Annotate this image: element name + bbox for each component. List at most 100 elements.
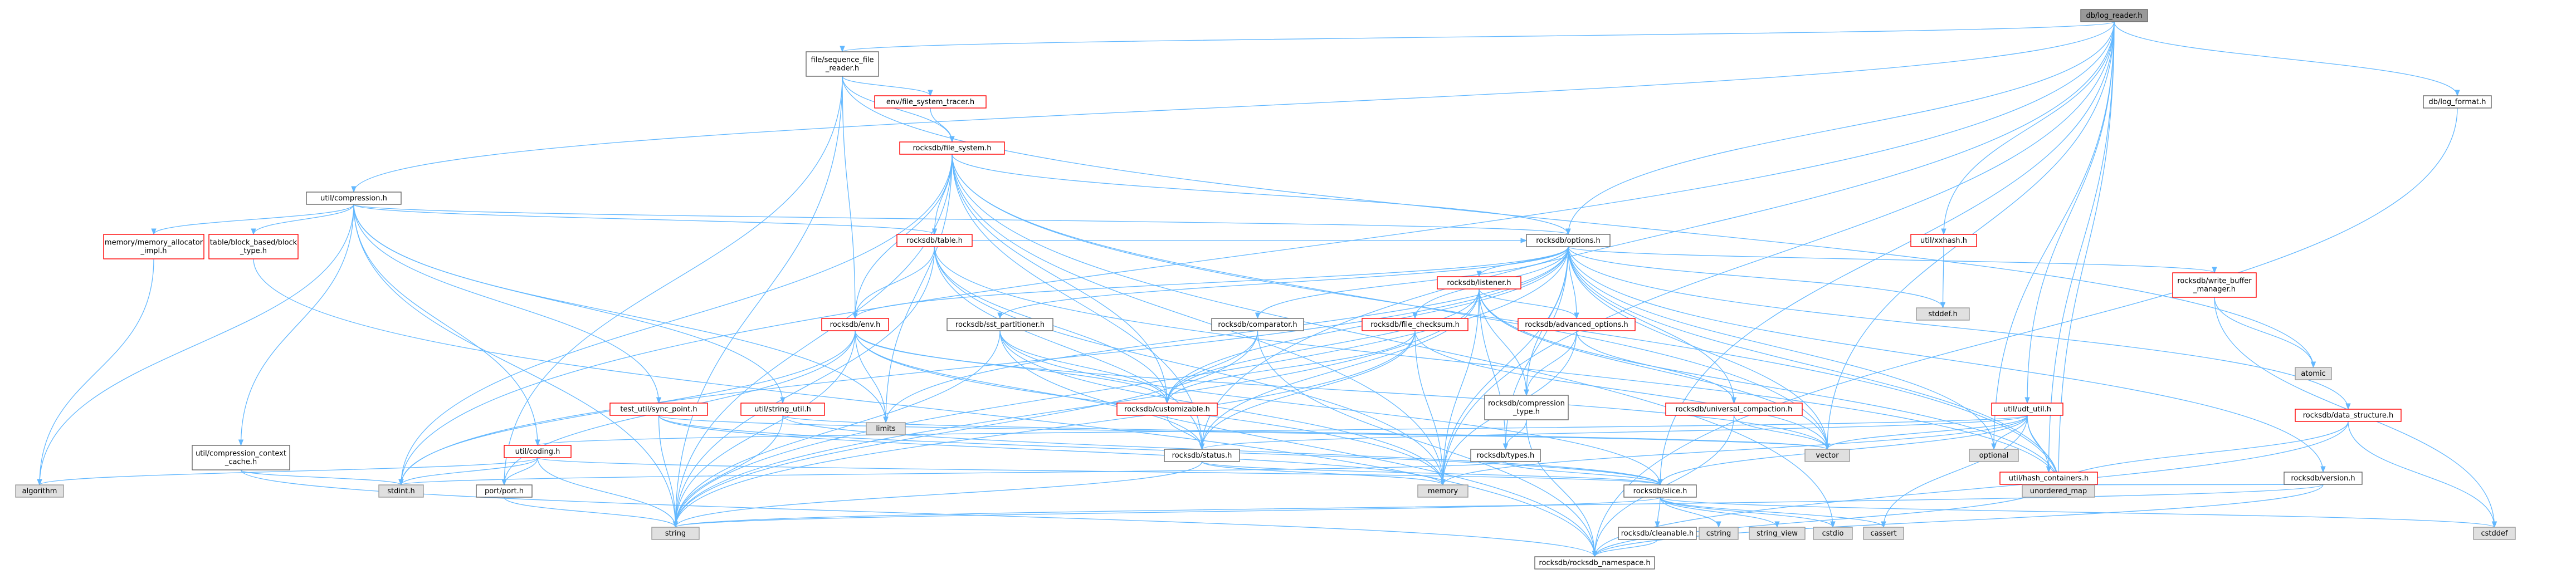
graph-node-comp-ctx-cache[interactable]: util/compression_context_cache.h bbox=[192, 445, 290, 470]
graph-edge bbox=[398, 246, 1569, 486]
graph-edge bbox=[999, 330, 1598, 558]
graph-edge bbox=[1991, 21, 2115, 450]
edge-sequence-file-reader-to-env bbox=[842, 76, 858, 320]
graph-edge bbox=[1440, 246, 1569, 486]
graph-node-options[interactable]: rocksdb/options.h bbox=[1526, 234, 1611, 247]
graph-node-sync-point[interactable]: test_util/sync_point.h bbox=[609, 403, 708, 416]
graph-node-compression[interactable]: util/compression.h bbox=[306, 192, 402, 205]
graph-node-types[interactable]: rocksdb/types.h bbox=[1470, 449, 1541, 462]
graph-node-log-format[interactable]: db/log_format.h bbox=[2423, 95, 2492, 109]
graph-node-sst-partitioner[interactable]: rocksdb/sst_partitioner.h bbox=[947, 318, 1053, 331]
graph-node-hash-containers[interactable]: util/hash_containers.h bbox=[1999, 472, 2098, 485]
graph-node-write-buffer-manager[interactable]: rocksdb/write_buffer_manager.h bbox=[2172, 272, 2257, 298]
graph-node-customizable[interactable]: rocksdb/customizable.h bbox=[1116, 403, 1218, 416]
graph-edge bbox=[1255, 246, 1569, 320]
node-label: _type.h bbox=[240, 247, 267, 256]
graph-edge bbox=[930, 107, 955, 143]
graph-edge bbox=[855, 330, 1830, 450]
graph-edge bbox=[1479, 288, 1529, 396]
node-box bbox=[1362, 318, 1468, 331]
graph-edge bbox=[1568, 246, 1579, 320]
graph-node-version[interactable]: rocksdb/version.h bbox=[2284, 472, 2363, 485]
node-label: vector bbox=[1816, 452, 1839, 460]
graph-node-port[interactable]: port/port.h bbox=[476, 484, 533, 498]
edge-env-to-vector bbox=[855, 330, 1830, 450]
edge-listener-to-string bbox=[672, 288, 1480, 528]
graph-node-comparator[interactable]: rocksdb/comparator.h bbox=[1211, 318, 1304, 331]
graph-edge bbox=[353, 204, 662, 404]
graph-node-string-util[interactable]: util/string_util.h bbox=[740, 403, 825, 416]
graph-edge bbox=[501, 457, 538, 486]
graph-node-universal-compaction[interactable]: rocksdb/universal_compaction.h bbox=[1665, 403, 1803, 416]
graph-node-compression-type[interactable]: rocksdb/compression_type.h bbox=[1484, 395, 1569, 420]
graph-edge bbox=[1660, 497, 1886, 528]
graph-node-udt-util[interactable]: util/udt_util.h bbox=[1991, 403, 2063, 416]
graph-edge bbox=[852, 246, 935, 320]
node-box bbox=[651, 527, 700, 540]
graph-node-rocksdb-namespace[interactable]: rocksdb/rocksdb_namespace.h bbox=[1534, 556, 1655, 570]
edge-options-to-advanced-options bbox=[1568, 246, 1579, 320]
edge-coding-to-string bbox=[537, 457, 679, 528]
graph-node-env[interactable]: rocksdb/env.h bbox=[821, 318, 889, 331]
graph-node-status[interactable]: rocksdb/status.h bbox=[1164, 449, 1240, 462]
graph-edge bbox=[1257, 330, 1598, 558]
graph-node-stddef: stddef.h bbox=[1916, 307, 1970, 321]
graph-edge bbox=[353, 204, 1570, 236]
graph-node-file-system[interactable]: rocksdb/file_system.h bbox=[899, 141, 1005, 155]
node-label: util/hash_containers.h bbox=[2009, 474, 2089, 483]
node-label: cassert bbox=[1870, 529, 1896, 538]
node-label: memory bbox=[1428, 487, 1458, 495]
edge-string-util-to-string bbox=[672, 415, 783, 528]
graph-edge bbox=[1164, 330, 1416, 404]
graph-node-log-reader[interactable]: db/log_reader.h bbox=[2080, 9, 2148, 22]
node-label: util/compression.h bbox=[320, 194, 387, 203]
edge-compression-to-comp-ctx-cache bbox=[238, 204, 354, 447]
graph-edge bbox=[1164, 288, 1480, 404]
graph-node-cleanable[interactable]: rocksdb/cleanable.h bbox=[1618, 527, 1697, 540]
node-box bbox=[1749, 527, 1806, 540]
edge-log-reader-to-unordered-map bbox=[2056, 21, 2115, 486]
node-label: memory/memory_allocator bbox=[105, 239, 203, 247]
graph-edge bbox=[1655, 497, 1661, 528]
node-box bbox=[208, 234, 299, 259]
node-label: rocksdb/options.h bbox=[1536, 237, 1601, 245]
graph-node-xxhash[interactable]: util/xxhash.h bbox=[1910, 234, 1977, 247]
graph-node-stdint: stdint.h bbox=[378, 484, 424, 498]
graph-edge bbox=[37, 204, 354, 486]
edge-advanced-options-to-compression-type bbox=[1524, 330, 1577, 396]
node-label: _impl.h bbox=[140, 247, 167, 256]
graph-edge bbox=[673, 484, 2324, 528]
graph-edge bbox=[934, 246, 1205, 450]
graph-edge bbox=[1524, 330, 1577, 396]
node-box bbox=[2473, 527, 2516, 540]
graph-edge bbox=[1479, 288, 1830, 450]
graph-node-listener[interactable]: rocksdb/listener.h bbox=[1437, 276, 1521, 290]
node-box bbox=[1804, 449, 1850, 462]
graph-edge bbox=[999, 330, 1170, 404]
graph-node-advanced-options[interactable]: rocksdb/advanced_options.h bbox=[1518, 318, 1636, 331]
graph-edge bbox=[501, 76, 843, 486]
graph-node-fs-tracer[interactable]: env/file_system_tracer.h bbox=[874, 95, 987, 109]
graph-node-block-type[interactable]: table/block_based/block_type.h bbox=[208, 234, 299, 259]
graph-node-coding[interactable]: util/coding.h bbox=[504, 445, 572, 458]
edge-options-to-limits bbox=[883, 246, 1569, 424]
graph-node-vector: vector bbox=[1804, 449, 1850, 462]
graph-node-table[interactable]: rocksdb/table.h bbox=[896, 234, 973, 247]
node-label: rocksdb/universal_compaction.h bbox=[1676, 405, 1793, 414]
graph-node-sequence-file-reader[interactable]: file/sequence_file_reader.h bbox=[806, 51, 879, 77]
graph-edge bbox=[672, 246, 935, 528]
graph-edge bbox=[1660, 497, 1780, 528]
node-box bbox=[1969, 449, 2019, 462]
node-label: rocksdb/listener.h bbox=[1447, 279, 1511, 287]
edge-sequence-file-reader-to-port bbox=[501, 76, 843, 486]
edge-file-system-to-limits bbox=[883, 154, 953, 424]
edge-options-to-memory bbox=[1440, 246, 1569, 486]
graph-node-data-structure[interactable]: rocksdb/data_structure.h bbox=[2295, 409, 2402, 422]
node-box bbox=[821, 318, 889, 331]
graph-node-mem-alloc-impl[interactable]: memory/memory_allocator_impl.h bbox=[103, 234, 204, 259]
edge-sync-point-to-string bbox=[658, 415, 679, 528]
edge-compression-to-mem-alloc-impl bbox=[151, 204, 354, 236]
graph-node-file-checksum[interactable]: rocksdb/file_checksum.h bbox=[1362, 318, 1468, 331]
graph-node-slice[interactable]: rocksdb/slice.h bbox=[1623, 484, 1697, 498]
node-label: file/sequence_file bbox=[811, 56, 874, 65]
